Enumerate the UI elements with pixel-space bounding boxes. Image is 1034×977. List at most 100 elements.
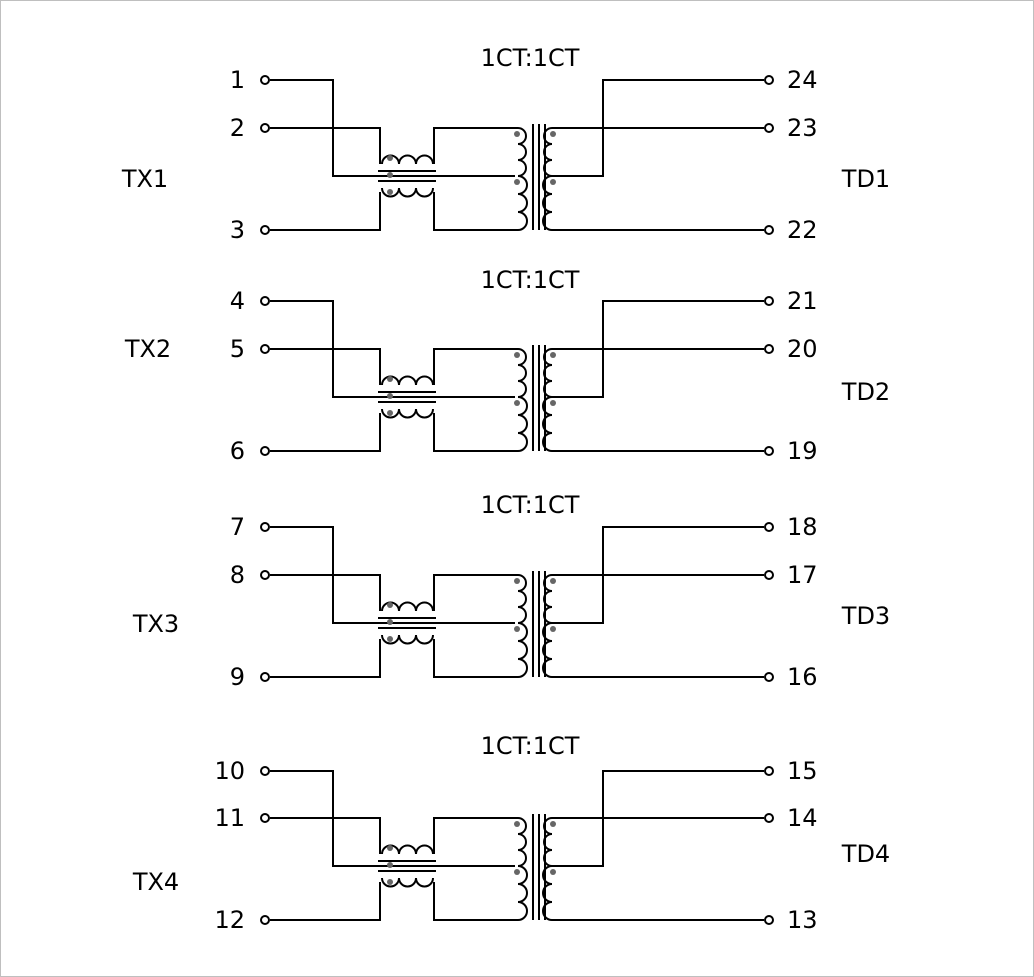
isolation-transformer xyxy=(514,124,556,231)
pin-number-right: 13 xyxy=(787,906,818,934)
polarity-dot xyxy=(387,862,393,868)
tx-name-label: TX4 xyxy=(132,868,179,896)
ratio-label: 1CT:1CT xyxy=(481,266,580,294)
pin-number-right: 24 xyxy=(787,66,818,94)
pin-number-right: 17 xyxy=(787,561,818,589)
polarity-dot xyxy=(387,845,393,851)
pin-terminal-left xyxy=(260,123,270,133)
pin-terminal-right xyxy=(764,813,774,823)
pin-terminal-left xyxy=(260,813,270,823)
polarity-dot xyxy=(514,578,520,584)
pin-terminal-left xyxy=(260,75,270,85)
pin-number-left: 2 xyxy=(230,114,245,142)
pin-terminal-right xyxy=(764,75,774,85)
pin-terminal-left xyxy=(260,522,270,532)
polarity-dot xyxy=(550,821,556,827)
pin-number-right: 19 xyxy=(787,437,818,465)
wiring xyxy=(270,300,764,452)
pin-terminal-left xyxy=(260,446,270,456)
polarity-dot xyxy=(387,879,393,885)
tx-name-label: TX3 xyxy=(132,610,179,638)
pin-terminal-right xyxy=(764,915,774,925)
polarity-dot xyxy=(550,352,556,358)
ratio-label: 1CT:1CT xyxy=(481,491,580,519)
pin-number-right: 16 xyxy=(787,663,818,691)
pin-terminal-left xyxy=(260,915,270,925)
wiring xyxy=(270,770,764,921)
polarity-dot xyxy=(514,400,520,406)
polarity-dot xyxy=(550,131,556,137)
polarity-dot xyxy=(514,821,520,827)
pin-terminals xyxy=(260,296,774,456)
polarity-dot xyxy=(550,179,556,185)
polarity-dot xyxy=(550,400,556,406)
polarity-dot xyxy=(550,626,556,632)
pin-number-left: 10 xyxy=(214,757,245,785)
pin-terminal-right xyxy=(764,344,774,354)
polarity-dot xyxy=(387,410,393,416)
pin-number-left: 11 xyxy=(214,804,245,832)
polarity-dot xyxy=(387,393,393,399)
common-mode-choke xyxy=(378,601,436,645)
pin-terminal-right xyxy=(764,570,774,580)
polarity-dot xyxy=(550,578,556,584)
pin-terminal-left xyxy=(260,225,270,235)
polarity-dot xyxy=(387,619,393,625)
pin-terminal-left xyxy=(260,296,270,306)
wiring xyxy=(270,526,764,678)
polarity-dot xyxy=(514,626,520,632)
polarity-dot xyxy=(387,189,393,195)
polarity-dot xyxy=(387,602,393,608)
polarity-dot xyxy=(514,131,520,137)
isolation-transformer xyxy=(514,814,556,921)
pin-terminal-left xyxy=(260,766,270,776)
pin-terminals xyxy=(260,766,774,925)
pin-number-left: 3 xyxy=(230,216,245,244)
polarity-dot xyxy=(514,869,520,875)
pin-number-right: 21 xyxy=(787,287,818,315)
pin-number-right: 23 xyxy=(787,114,818,142)
td-name-label: TD2 xyxy=(841,378,890,406)
pin-terminal-right xyxy=(764,446,774,456)
pin-terminal-right xyxy=(764,766,774,776)
pin-terminal-right xyxy=(764,672,774,682)
pin-terminals xyxy=(260,522,774,682)
pin-number-left: 1 xyxy=(230,66,245,94)
polarity-dot xyxy=(387,155,393,161)
pin-terminal-left xyxy=(260,672,270,682)
pin-number-left: 9 xyxy=(230,663,245,691)
ratio-label: 1CT:1CT xyxy=(481,732,580,760)
polarity-dot xyxy=(387,376,393,382)
pin-terminals xyxy=(260,75,774,235)
td-name-label: TD3 xyxy=(841,602,890,630)
pin-number-right: 15 xyxy=(787,757,818,785)
pin-number-left: 8 xyxy=(230,561,245,589)
polarity-dot xyxy=(550,869,556,875)
pin-number-right: 20 xyxy=(787,335,818,363)
polarity-dot xyxy=(387,636,393,642)
pin-number-left: 6 xyxy=(230,437,245,465)
pin-number-right: 22 xyxy=(787,216,818,244)
pin-terminal-right xyxy=(764,296,774,306)
pin-number-left: 12 xyxy=(214,906,245,934)
wiring xyxy=(270,79,764,231)
pin-terminal-right xyxy=(764,522,774,532)
pin-number-left: 7 xyxy=(230,513,245,541)
polarity-dot xyxy=(514,179,520,185)
isolation-transformer xyxy=(514,345,556,452)
isolation-transformer xyxy=(514,571,556,678)
pin-terminal-left xyxy=(260,570,270,580)
common-mode-choke xyxy=(378,375,436,419)
common-mode-choke xyxy=(378,154,436,198)
pin-terminal-left xyxy=(260,344,270,354)
pin-number-left: 4 xyxy=(230,287,245,315)
tx-name-label: TX2 xyxy=(124,335,171,363)
tx-name-label: TX1 xyxy=(121,165,168,193)
td-name-label: TD1 xyxy=(841,165,890,193)
